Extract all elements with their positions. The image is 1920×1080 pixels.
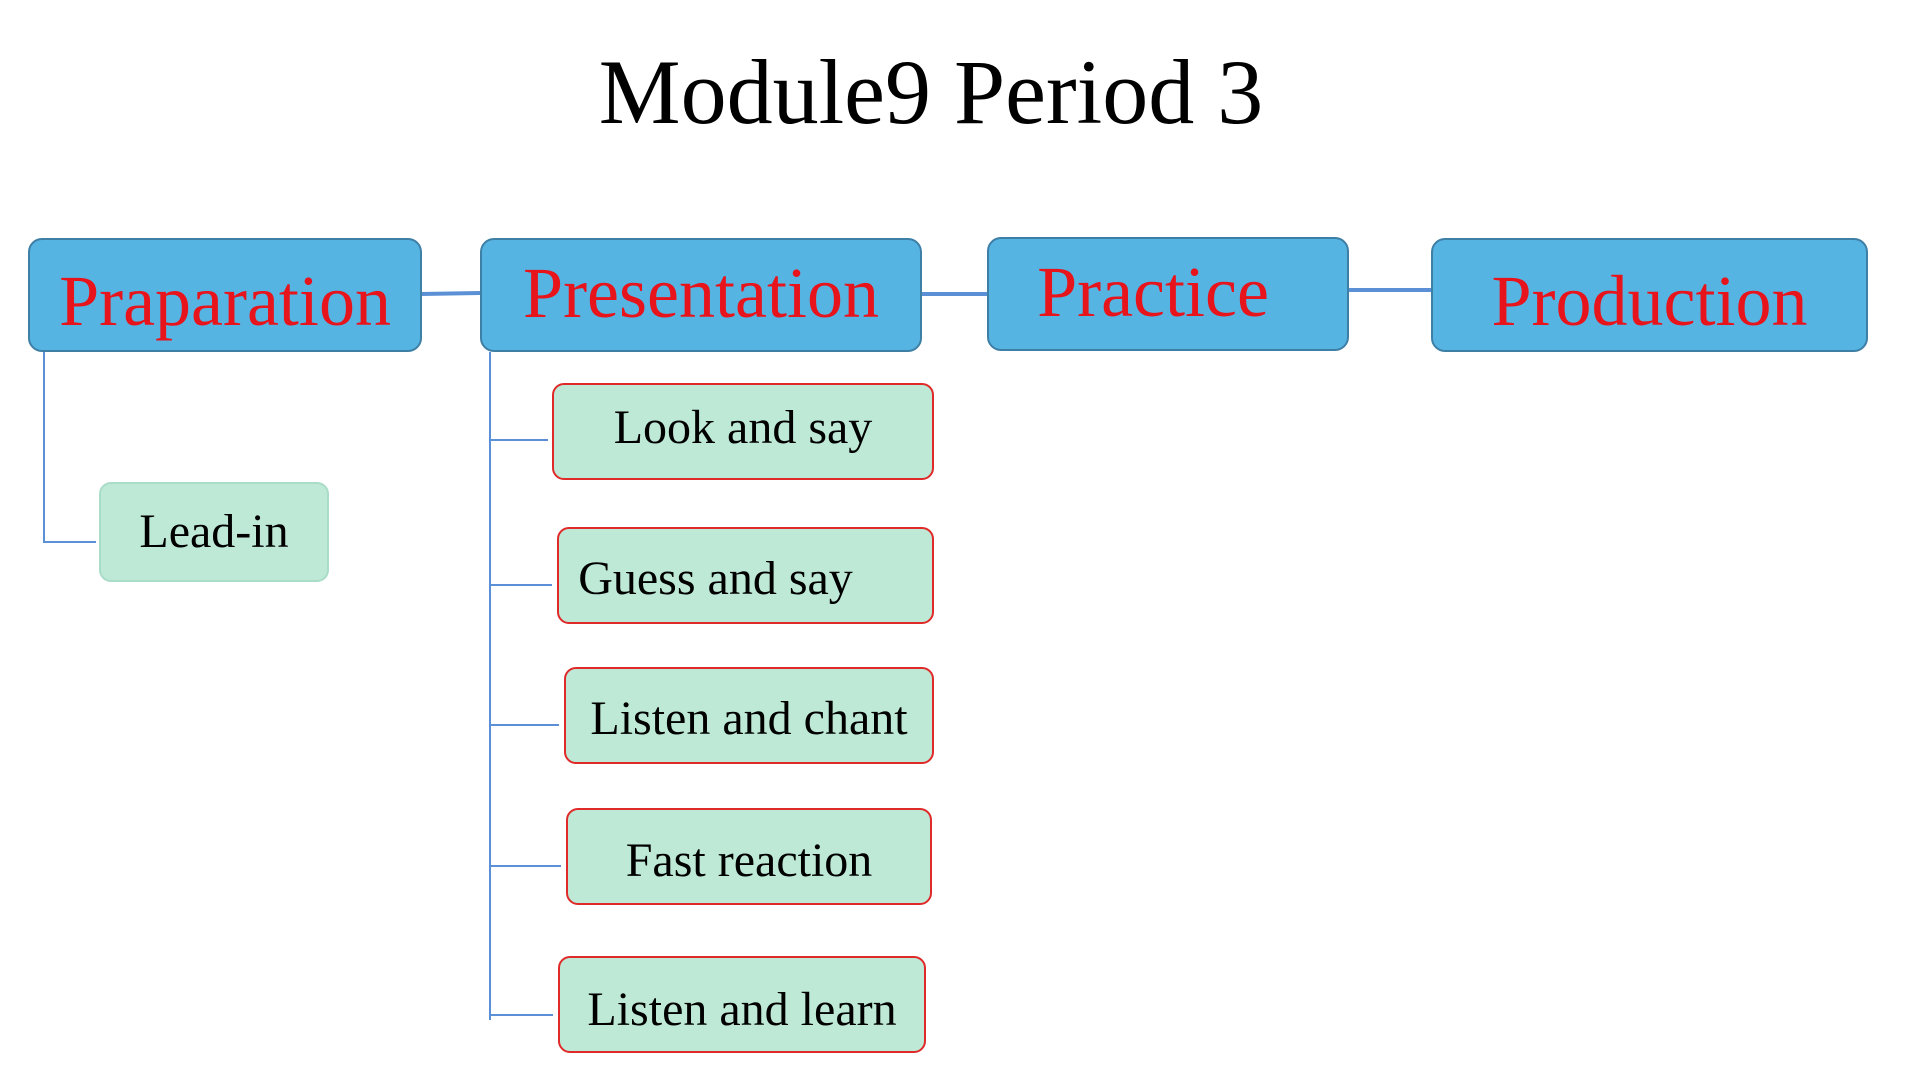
stage-production-label: Production bbox=[1491, 261, 1808, 341]
stage-preparation: Praparation bbox=[28, 238, 422, 352]
connector-preparation-lead-in bbox=[43, 352, 96, 543]
diagram-title: Module9 Period 3 bbox=[598, 41, 1264, 143]
step-look-and-say: Look and say bbox=[552, 383, 934, 480]
stage-preparation-label: Praparation bbox=[59, 261, 391, 341]
step-look-and-say-label: Look and say bbox=[613, 400, 873, 454]
step-listen-and-learn-label: Listen and learn bbox=[587, 982, 897, 1036]
step-listen-and-chant: Listen and chant bbox=[564, 667, 934, 764]
step-fast-reaction-label: Fast reaction bbox=[625, 833, 873, 887]
step-guess-and-say-label: Guess and say bbox=[578, 551, 853, 605]
connector-preparation-presentation bbox=[420, 291, 481, 296]
stage-practice: Practice bbox=[987, 237, 1349, 351]
stage-production: Production bbox=[1431, 238, 1868, 352]
stage-practice-label: Practice bbox=[1037, 252, 1269, 332]
stage-presentation: Presentation bbox=[480, 238, 922, 352]
step-guess-and-say: Guess and say bbox=[557, 527, 934, 624]
step-listen-and-chant-label: Listen and chant bbox=[590, 691, 908, 745]
step-listen-and-learn: Listen and learn bbox=[558, 956, 926, 1053]
step-lead-in-label: Lead-in bbox=[139, 505, 289, 558]
step-fast-reaction: Fast reaction bbox=[566, 808, 932, 905]
stage-presentation-label: Presentation bbox=[523, 253, 879, 333]
step-lead-in: Lead-in bbox=[99, 482, 329, 582]
